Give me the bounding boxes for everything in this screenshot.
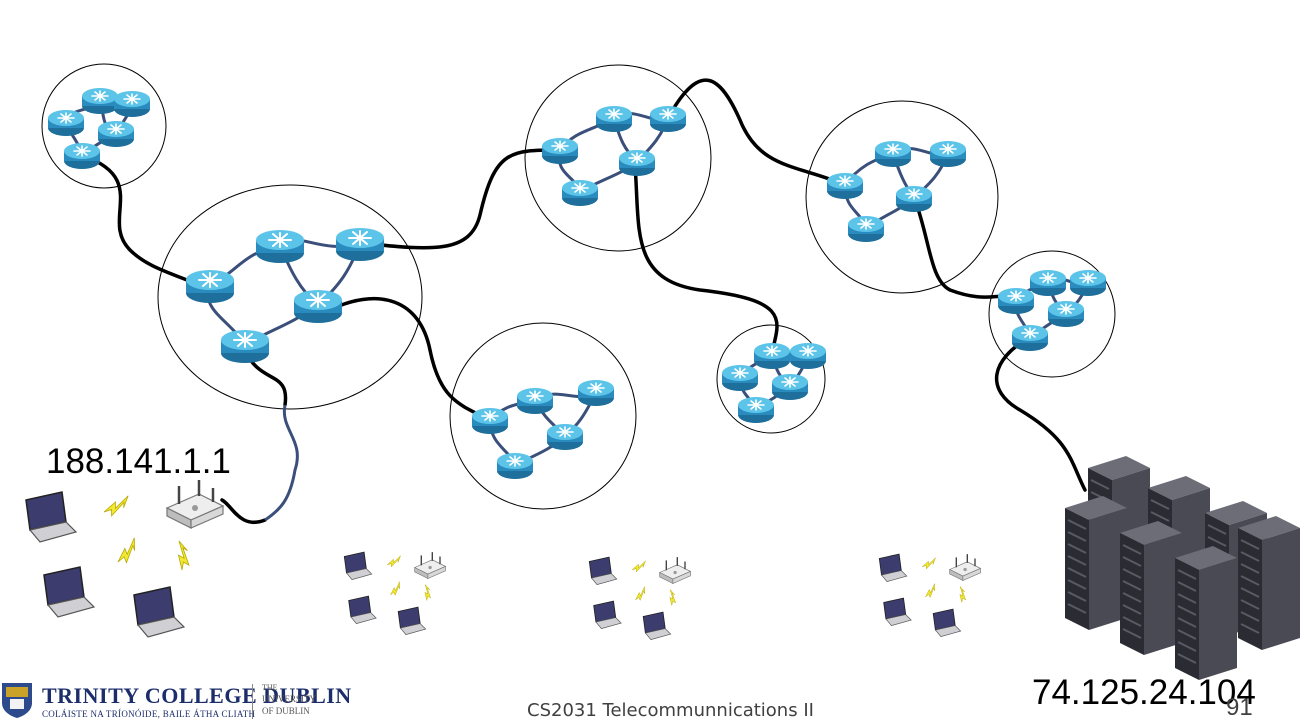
wireless-access-point-icon <box>949 553 982 582</box>
laptop-icon <box>343 551 373 581</box>
router-icon <box>335 227 385 262</box>
university-line-1: THE <box>262 683 278 692</box>
router-icon <box>113 90 151 118</box>
router-icon <box>97 120 135 148</box>
home-network <box>25 478 225 638</box>
router-icon <box>546 423 584 451</box>
laptop-icon <box>932 608 962 638</box>
laptop-icon <box>25 491 77 543</box>
router-icon <box>771 373 809 401</box>
router-icon <box>929 140 967 168</box>
lightning-bolt-icon <box>957 586 968 604</box>
university-line-2: UNIVERSITY <box>262 694 316 704</box>
laptop-icon <box>588 556 618 586</box>
router-icon <box>1029 269 1067 297</box>
laptop-icon <box>133 586 185 638</box>
router-icon <box>1047 300 1085 328</box>
wireless-access-point-icon <box>414 551 447 580</box>
router-icon <box>255 229 305 264</box>
lightning-bolt-icon <box>385 555 404 569</box>
router-icon <box>826 172 864 200</box>
router-icon <box>895 185 933 213</box>
server-rack-icon <box>1064 495 1128 631</box>
home-router-ip-label: 188.141.1.1 <box>46 442 231 481</box>
router-icon <box>997 287 1035 315</box>
server-farm <box>1064 455 1300 681</box>
router-icon <box>47 109 85 137</box>
course-title: CS2031 Telecommunnications II <box>527 700 814 721</box>
server-ip-label: 74.125.24.104 <box>1032 673 1256 712</box>
page-number: 91 <box>1226 694 1253 721</box>
router-icon <box>293 289 343 324</box>
lightning-bolt-icon <box>422 584 433 602</box>
router-icon <box>618 149 656 177</box>
lightning-bolt-icon <box>667 589 678 607</box>
router-icon <box>81 87 119 115</box>
home-network-small <box>343 551 447 636</box>
router-icon <box>874 140 912 168</box>
lightning-bolt-icon <box>387 581 405 598</box>
home-network-small <box>878 553 982 638</box>
router-icon <box>496 452 534 480</box>
network-cluster <box>41 63 1116 510</box>
router-icon <box>516 387 554 415</box>
tcd-irish-name: COLÁISTE NA TRÍONÓIDE, BAILE ÁTHA CLIATH <box>42 709 256 719</box>
server-rack-icon <box>1237 515 1300 651</box>
server-rack-icon <box>1174 545 1238 681</box>
router-icon <box>561 179 599 207</box>
server-rack-icon <box>1119 520 1183 656</box>
routers <box>47 87 1107 480</box>
router-icon <box>1069 269 1107 297</box>
lightning-bolt-icon <box>173 540 194 572</box>
access-link <box>264 404 299 522</box>
wireless-access-point-icon <box>659 556 692 585</box>
tcd-name: TRINITY COLLEGE DUBLIN <box>42 683 352 708</box>
laptop-icon <box>593 600 622 630</box>
router-icon <box>847 215 885 243</box>
laptop-icon <box>878 553 908 583</box>
router-icon <box>649 105 687 133</box>
lightning-bolt-icon <box>920 557 939 571</box>
lightning-bolt-icon <box>112 537 144 567</box>
lightning-bolt-icon <box>630 560 649 574</box>
router-icon <box>595 105 633 133</box>
tcd-crest-icon <box>2 683 32 718</box>
laptop-icon <box>397 606 427 636</box>
lightning-bolt-icon <box>632 586 650 603</box>
router-icon <box>220 329 270 364</box>
laptop-icon <box>348 595 377 625</box>
home-network-small <box>588 556 692 641</box>
lightning-bolt-icon <box>922 583 940 600</box>
laptop-icon <box>642 611 672 641</box>
laptop-icon <box>43 566 95 618</box>
router-icon <box>721 364 759 392</box>
logo-divider <box>252 684 253 719</box>
router-icon <box>737 396 775 424</box>
router-icon <box>1011 324 1049 352</box>
router-icon <box>541 137 579 165</box>
wireless-access-point-icon <box>165 478 225 530</box>
router-icon <box>753 342 791 370</box>
router-icon <box>577 379 615 407</box>
laptop-icon <box>883 597 912 627</box>
router-icon <box>471 407 509 435</box>
university-line-3: OF DUBLIN <box>262 706 310 716</box>
router-icon <box>63 142 101 170</box>
router-icon <box>789 342 827 370</box>
router-icon <box>185 269 235 304</box>
lightning-bolt-icon <box>101 495 133 519</box>
